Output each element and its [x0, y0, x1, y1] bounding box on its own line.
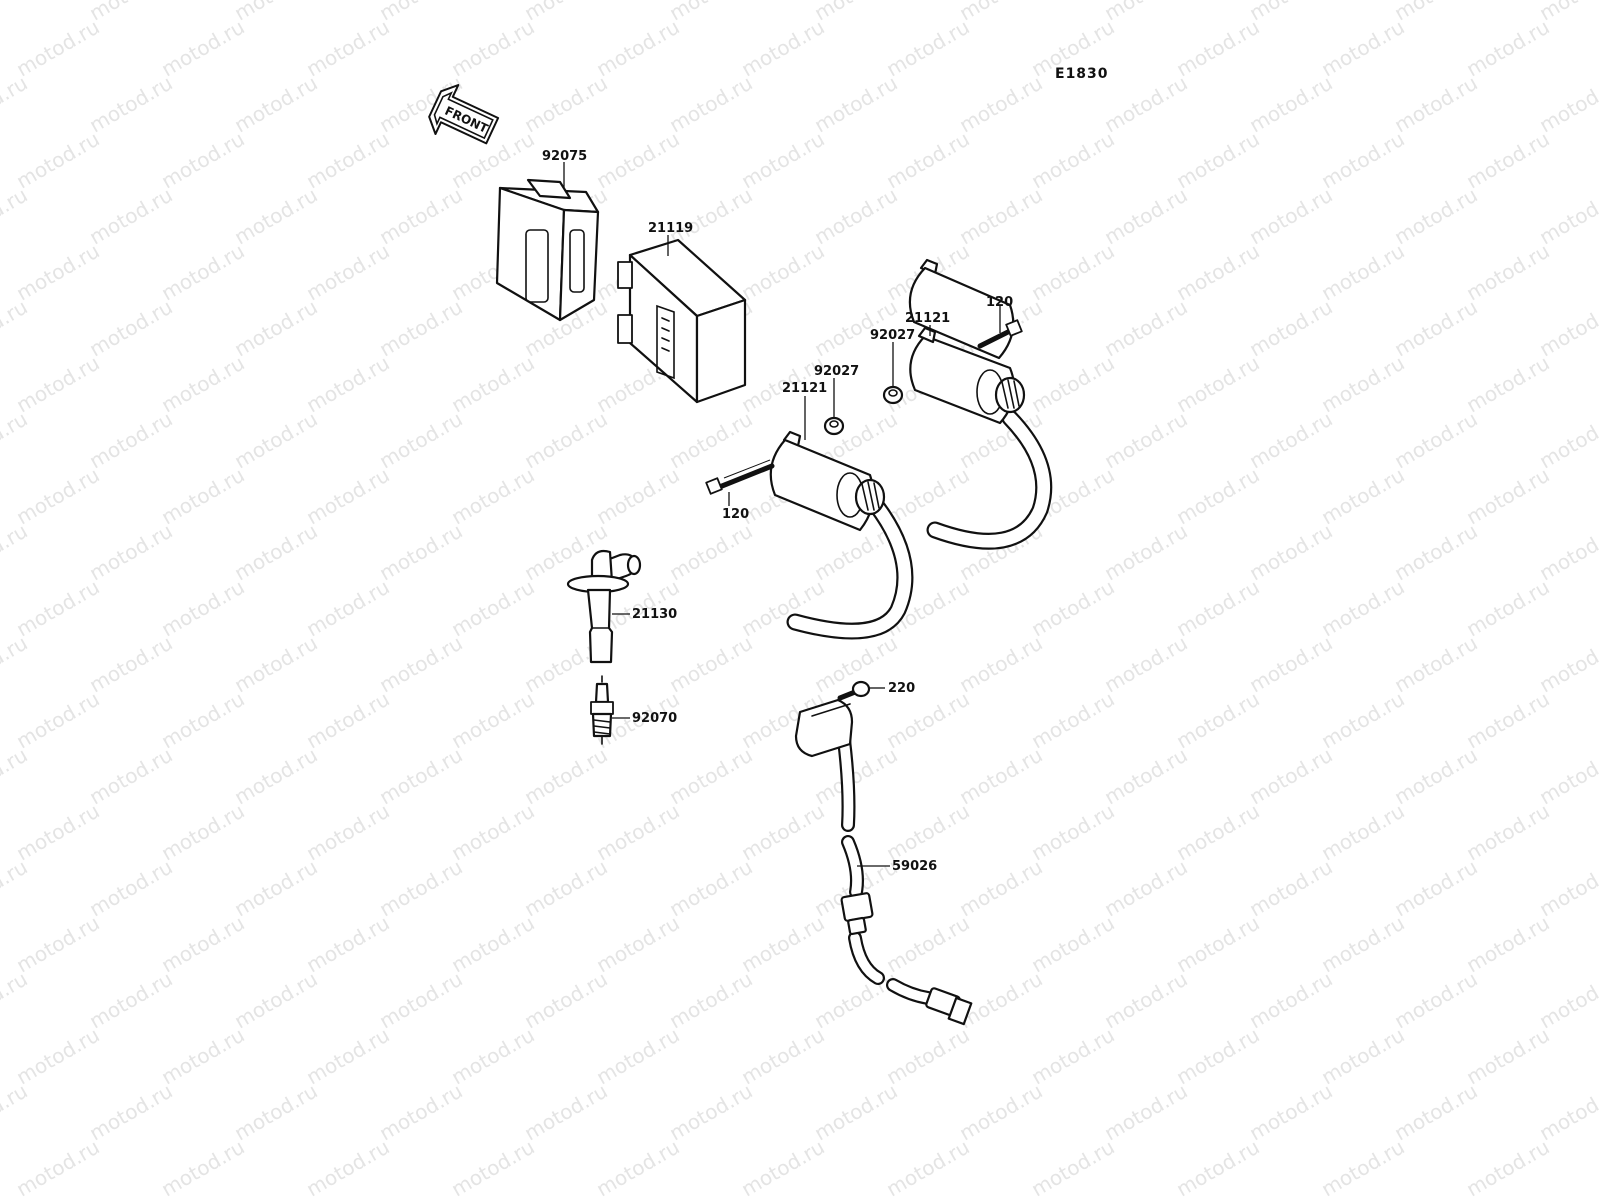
pickup-coil[interactable] [794, 698, 973, 1026]
spark-plug-cap[interactable] [566, 549, 642, 664]
spark-plug[interactable] [590, 675, 614, 745]
screw[interactable] [837, 680, 871, 701]
callout-92070: 92070 [632, 711, 677, 726]
callout-92075: 92075 [542, 149, 587, 164]
leader-lines [563, 162, 1001, 867]
callout-220: 220 [888, 681, 915, 696]
ignition-coil-left[interactable] [769, 430, 914, 640]
callout-120-right: 120 [986, 295, 1013, 310]
ignition-coil-right-body[interactable] [909, 326, 1026, 425]
callout-21121-left: 21121 [782, 381, 827, 396]
spacer-left[interactable] [823, 416, 845, 436]
callout-120-left: 120 [722, 507, 749, 522]
callout-21130: 21130 [632, 607, 677, 622]
igniter-cover[interactable] [495, 178, 600, 322]
ignition-coil-right[interactable] [908, 258, 1053, 550]
callout-59026: 59026 [892, 859, 937, 874]
spacer-right[interactable] [882, 385, 904, 405]
diagram-code: E1830 [1055, 66, 1109, 82]
front-arrow: FRONT [428, 84, 500, 145]
bolt-right[interactable] [977, 319, 1023, 349]
callout-92027-right: 92027 [870, 328, 915, 343]
callout-21121-right: 21121 [905, 311, 950, 326]
callout-21119: 21119 [648, 221, 693, 236]
igniter[interactable] [617, 238, 747, 404]
bolt-left[interactable] [705, 459, 775, 495]
callout-92027-left: 92027 [814, 364, 859, 379]
